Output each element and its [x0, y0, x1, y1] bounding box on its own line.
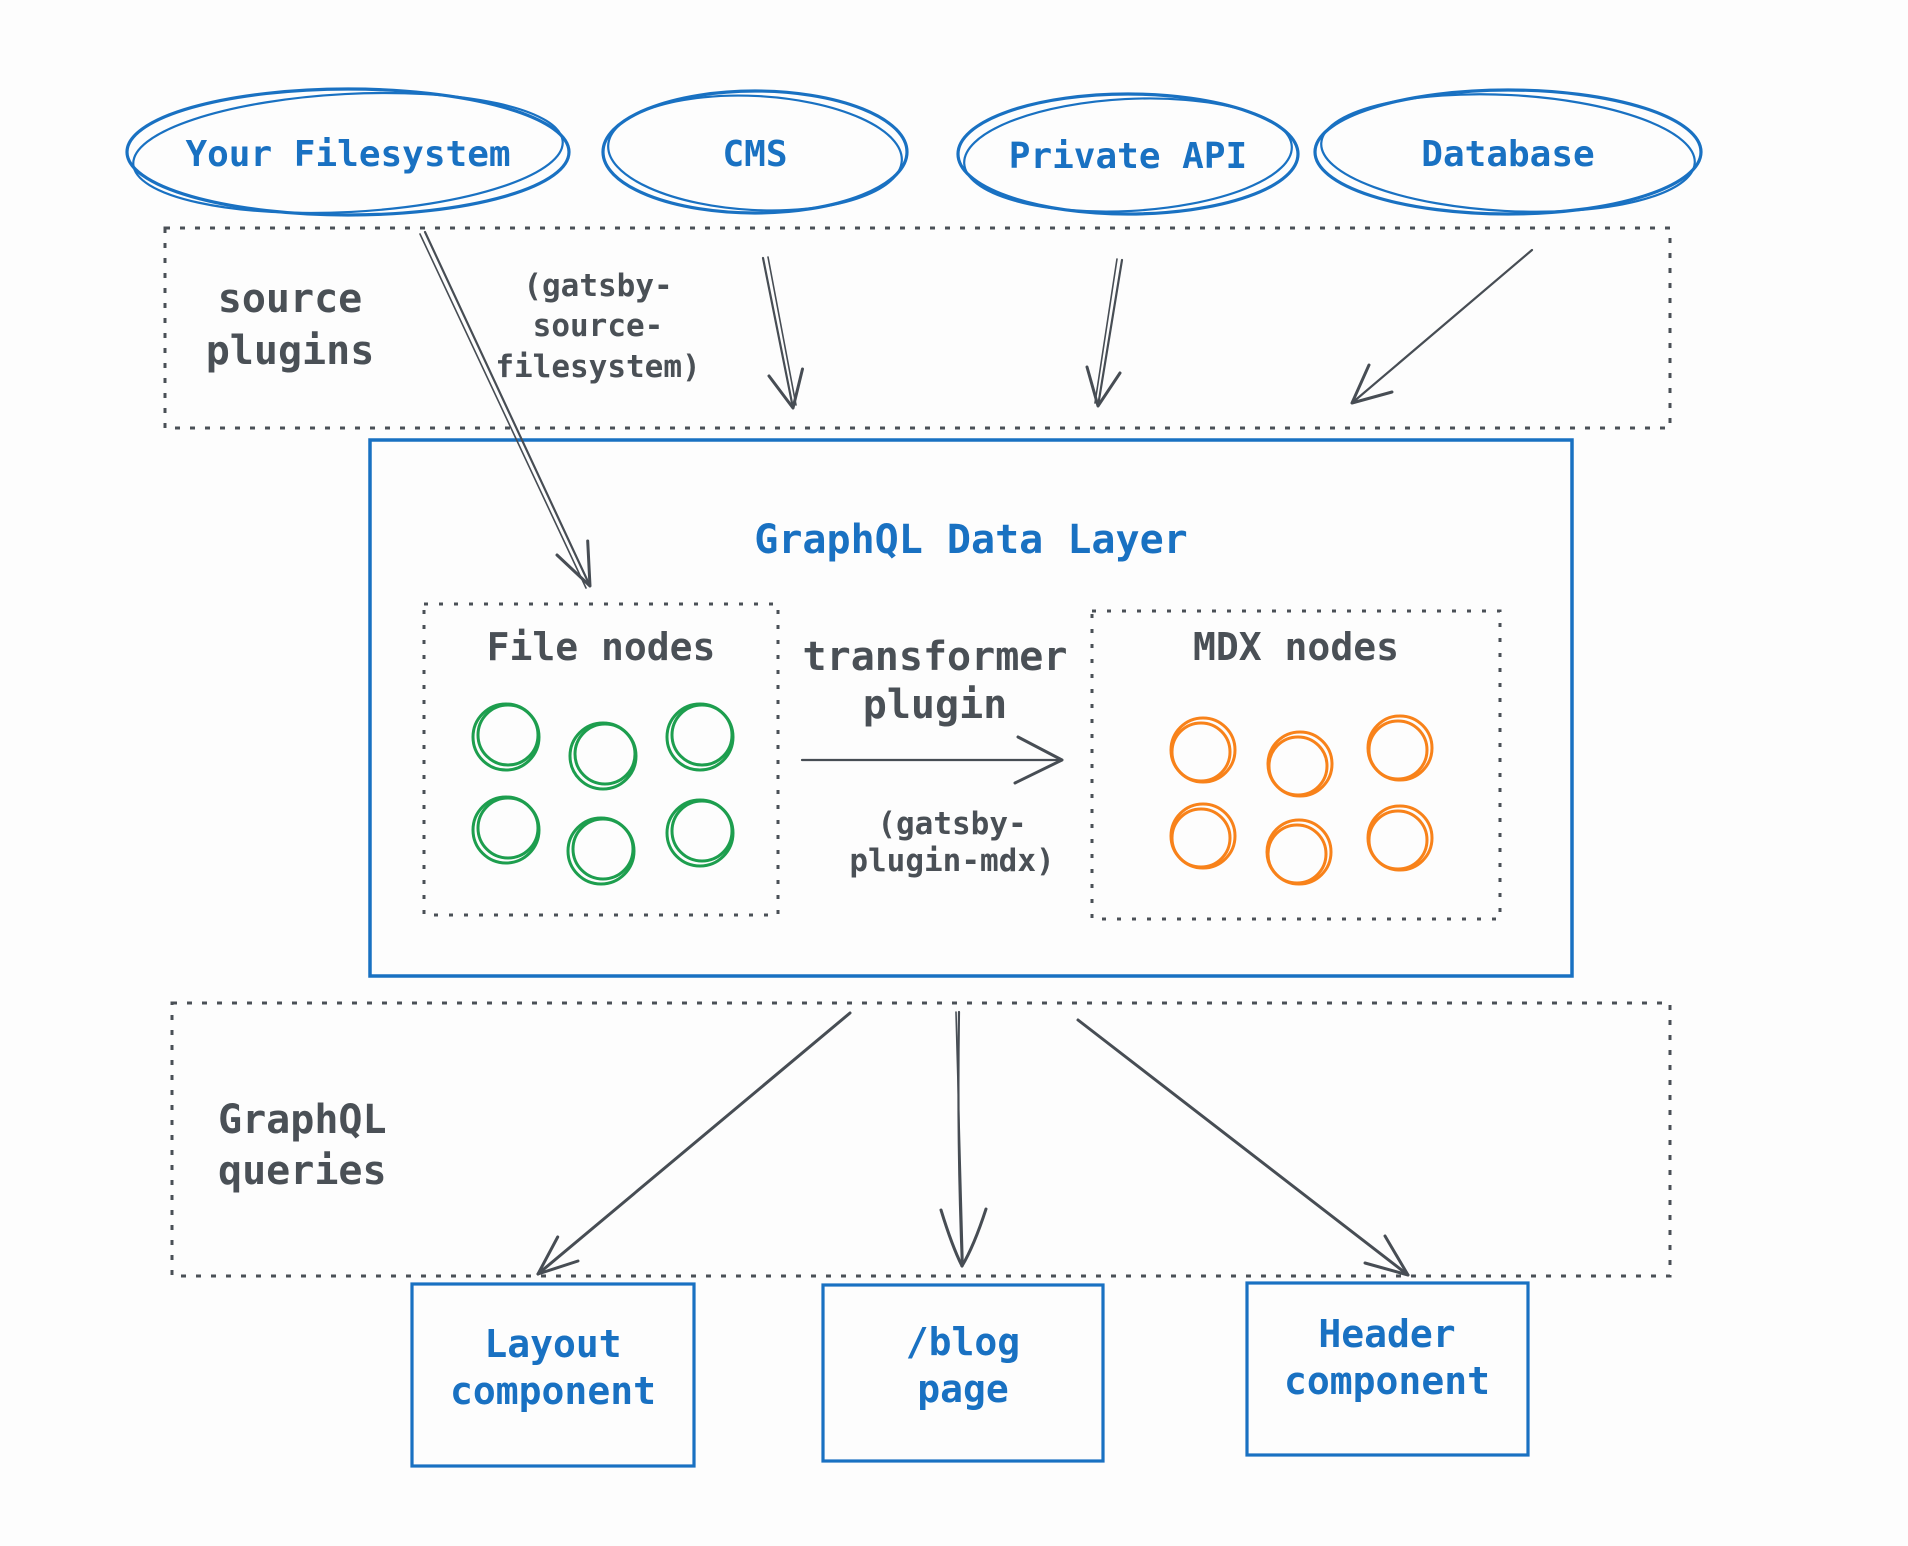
mdx-node-circle	[1366, 804, 1434, 872]
mdx-node-circle	[1169, 802, 1237, 870]
source-ellipse-database	[1313, 88, 1703, 216]
source-plugins-annotation-line1: (gatsby-	[523, 268, 672, 304]
source-plugins-box	[163, 226, 1672, 430]
source-ellipse-cms	[601, 89, 909, 215]
blue-labels: Your Filesystem CMS Private API Database…	[185, 134, 1594, 1413]
file-node-circle	[665, 798, 735, 868]
output-label-layout-line1: Layout	[484, 1322, 621, 1366]
arrows	[419, 230, 1534, 1277]
arrow-cms-to-layer	[761, 256, 804, 410]
output-label-header-line1: Header	[1318, 1312, 1455, 1356]
output-label-header-line2: component	[1284, 1359, 1490, 1403]
source-label-private-api: Private API	[1009, 136, 1247, 177]
file-node-circle	[471, 702, 541, 772]
file-node-circles	[471, 702, 735, 886]
source-plugins-annotation-line3: filesystem)	[495, 349, 700, 385]
output-box-layout-component	[410, 1282, 696, 1468]
file-nodes-box	[422, 602, 780, 917]
file-node-circle	[568, 721, 638, 791]
arrow-private-api-to-layer	[1085, 258, 1124, 408]
source-plugins-label-line2: plugins	[206, 328, 375, 374]
graphql-queries-label-line2: queries	[218, 1148, 387, 1194]
arrow-layer-to-header	[1076, 1018, 1410, 1277]
graphql-data-layer-box	[368, 438, 1574, 978]
file-node-circle	[471, 795, 541, 865]
transformer-annotation-line1: (gatsby-	[877, 806, 1026, 842]
blue-shapes	[125, 87, 1703, 1468]
file-nodes-label: File nodes	[487, 625, 716, 669]
mdx-node-circle	[1266, 730, 1334, 798]
arrow-filesystem-to-file-nodes	[419, 230, 592, 589]
mdx-node-circles	[1169, 714, 1434, 886]
source-ellipse-private-api	[956, 92, 1300, 216]
output-label-layout-line2: component	[450, 1369, 656, 1413]
file-node-circle	[566, 816, 636, 886]
transformer-label-line2: plugin	[863, 682, 1008, 728]
arrow-database-to-layer	[1350, 248, 1534, 405]
source-label-cms: CMS	[722, 134, 787, 175]
output-box-header-component	[1245, 1281, 1530, 1457]
graphql-queries-box	[170, 1001, 1672, 1278]
mdx-node-circle	[1169, 716, 1237, 784]
dotted-boxes	[163, 226, 1672, 1278]
mdx-nodes-box	[1090, 609, 1502, 921]
output-label-blog-line2: page	[917, 1367, 1009, 1411]
mdx-node-circle	[1265, 818, 1333, 886]
mdx-node-circle	[1366, 714, 1434, 782]
arrow-layer-to-layout	[536, 1011, 852, 1276]
graphql-queries-label-line1: GraphQL	[218, 1097, 387, 1143]
transformer-label-line1: transformer	[803, 634, 1068, 680]
arrow-layer-to-blog	[939, 1010, 988, 1268]
output-label-blog-line1: /blog	[906, 1320, 1020, 1364]
arrow-transformer	[800, 735, 1064, 785]
output-box-blog-page	[821, 1283, 1105, 1463]
mdx-nodes-label: MDX nodes	[1193, 625, 1399, 669]
source-plugins-label-line1: source	[218, 276, 363, 322]
source-label-database: Database	[1421, 134, 1594, 175]
source-plugins-annotation-line2: source-	[533, 308, 664, 344]
gray-labels: source plugins (gatsby- source- filesyst…	[206, 268, 1399, 1194]
source-ellipse-your-filesystem	[125, 87, 571, 217]
transformer-annotation-line2: plugin-mdx)	[849, 843, 1054, 879]
graphql-data-layer-title: GraphQL Data Layer	[754, 517, 1187, 563]
source-label-your-filesystem: Your Filesystem	[185, 134, 510, 175]
file-node-circle	[665, 702, 735, 772]
